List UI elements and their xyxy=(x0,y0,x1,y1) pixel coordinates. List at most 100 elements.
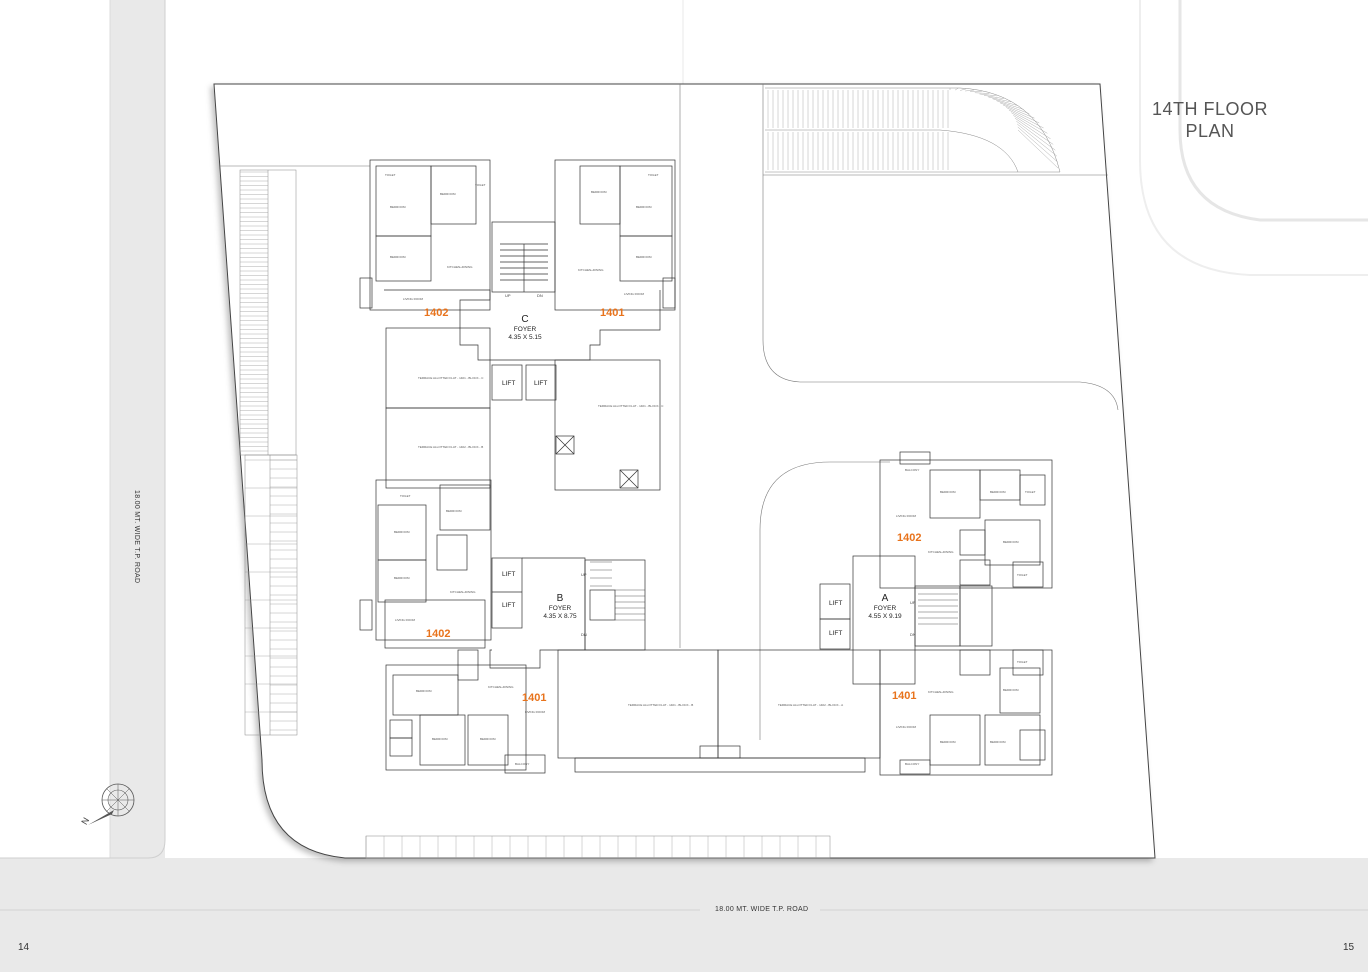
block-c-foyer-size: 4.35 X 5.15 xyxy=(508,334,542,341)
parking-stall-line xyxy=(1011,112,1048,134)
parking-stall-line xyxy=(960,88,967,91)
room-label: BALCONY xyxy=(515,762,530,766)
title-line-1: 14TH FLOOR xyxy=(1151,99,1269,119)
compass-icon xyxy=(88,783,135,825)
block-b-foyer-label: FOYER xyxy=(548,605,572,612)
parking-stall-line xyxy=(1017,129,1059,169)
room-label: LIVING ROOM xyxy=(403,297,424,301)
room-label: BEDROOM xyxy=(940,740,956,744)
parking-stall-line xyxy=(992,98,1018,106)
lift-a-2: LIFT xyxy=(829,630,843,637)
parking-stall-line xyxy=(1003,104,1035,119)
parking-stall-line xyxy=(965,89,975,92)
west-road-text: 18.00 MT. WIDE T.P. ROAD xyxy=(133,490,140,584)
lift-a-1: LIFT xyxy=(829,600,843,607)
parking-stall-line xyxy=(1017,126,1058,163)
parking-stall-line xyxy=(1014,118,1054,145)
parking-stall-line xyxy=(999,102,1030,114)
parking-northeast xyxy=(765,87,1061,173)
unit-c-1402: 1402 xyxy=(424,307,449,319)
room-label: TERRACE ALLOTTED FLAT - 1402 - BLOCK - A xyxy=(778,703,844,707)
parking-stall-line xyxy=(974,92,990,94)
parking-stall-line xyxy=(979,93,997,97)
room-label: TOILET xyxy=(1017,660,1028,664)
room-label: BEDROOM xyxy=(394,576,410,580)
south-road xyxy=(0,858,1368,972)
block-c-label: C xyxy=(521,314,529,325)
parking-stall-line xyxy=(996,100,1024,110)
lift-c-1: LIFT xyxy=(502,380,516,387)
unit-c-1401: 1401 xyxy=(600,307,625,319)
room-label: TERRACE ALLOTTED FLAT - 1401 - BLOCK - C xyxy=(418,376,484,380)
room-label: TERRACE ALLOTTED FLAT - 1401 - BLOCK - B xyxy=(628,703,694,707)
west-road xyxy=(110,0,165,858)
block-a-foyer-label: FOYER xyxy=(873,605,897,612)
stair-b-up: UP xyxy=(581,572,587,577)
stair-a-up: UP xyxy=(910,600,916,605)
block-a-foyer: A FOYER 4.55 X 9.19 xyxy=(860,593,910,621)
room-label: BEDROOM xyxy=(446,509,462,513)
room-label: TOILET xyxy=(400,494,411,498)
block-a xyxy=(819,451,1053,776)
room-label: BEDROOM xyxy=(990,740,1006,744)
parking-stall-line xyxy=(1016,120,1056,151)
page-title: 14TH FLOOR PLAN xyxy=(1150,98,1270,142)
room-label: KITCHEN+DINING xyxy=(928,690,954,694)
west-road-label-text: 18.00 MT. WIDE T.P. ROAD xyxy=(133,490,140,583)
plot-boundary xyxy=(213,83,1156,859)
room-label: BEDROOM xyxy=(591,190,607,194)
parking-stall-line xyxy=(983,95,1005,99)
block-a-foyer-size: 4.55 X 9.19 xyxy=(868,613,902,620)
room-label: BEDROOM xyxy=(940,490,956,494)
room-label: KITCHEN+DINING xyxy=(578,268,604,272)
unit-a-1402: 1402 xyxy=(897,532,922,544)
room-label: LIVING ROOM xyxy=(896,725,917,729)
unit-b-1401: 1401 xyxy=(522,692,547,704)
block-b-label: B xyxy=(556,593,564,604)
room-label: TOILET xyxy=(1025,490,1036,494)
room-label: BEDROOM xyxy=(390,255,406,259)
room-label: TOILET xyxy=(648,173,659,177)
room-label: BEDROOM xyxy=(990,490,1006,494)
south-road-label: 18.00 MT. WIDE T.P. ROAD xyxy=(715,906,809,913)
room-label: LIVING ROOM xyxy=(525,710,546,714)
block-b-foyer-size: 4.35 X 8.75 xyxy=(543,613,577,620)
block-b xyxy=(359,479,881,774)
room-label: BEDROOM xyxy=(390,205,406,209)
block-c xyxy=(359,159,676,491)
room-label: BEDROOM xyxy=(416,689,432,693)
parking-stall-line xyxy=(988,96,1011,103)
room-label: TOILET xyxy=(1017,573,1028,577)
room-label: BEDROOM xyxy=(636,205,652,209)
block-c-foyer-label: FOYER xyxy=(513,326,537,333)
room-label: KITCHEN+DINING xyxy=(488,685,514,689)
title-line-2: PLAN xyxy=(1185,121,1235,141)
stair-a-down: DN xyxy=(910,632,916,637)
stair-c-up: UP xyxy=(505,293,511,298)
room-label: BEDROOM xyxy=(440,192,456,196)
block-c-foyer: C FOYER 4.35 X 5.15 xyxy=(500,314,550,342)
parking-stall-line xyxy=(1008,109,1044,129)
parking-stall-line xyxy=(1006,107,1040,124)
room-label: TOILET xyxy=(385,173,396,177)
room-label: KITCHEN+DINING xyxy=(450,590,476,594)
room-label: KITCHEN+DINING xyxy=(928,550,954,554)
room-label: BEDROOM xyxy=(480,737,496,741)
room-label: LIVING ROOM xyxy=(624,292,645,296)
parking-stall-line xyxy=(954,88,959,91)
room-label: BALCONY xyxy=(905,762,920,766)
room-label: BEDROOM xyxy=(394,530,410,534)
unit-b-1402: 1402 xyxy=(426,628,451,640)
room-label: BEDROOM xyxy=(1003,540,1019,544)
lift-c-2: LIFT xyxy=(534,380,548,387)
room-label: BEDROOM xyxy=(432,737,448,741)
block-b-foyer: B FOYER 4.35 X 8.75 xyxy=(535,593,585,621)
lift-b-2: LIFT xyxy=(502,602,516,609)
room-label: TERRACE ALLOTTED FLAT - 1402 - BLOCK - B xyxy=(418,445,484,449)
stair-c-down: DN xyxy=(537,293,543,298)
unit-a-1401: 1401 xyxy=(892,690,917,702)
room-label: KITCHEN+DINING xyxy=(447,265,473,269)
parking-stall-line xyxy=(1013,115,1051,139)
